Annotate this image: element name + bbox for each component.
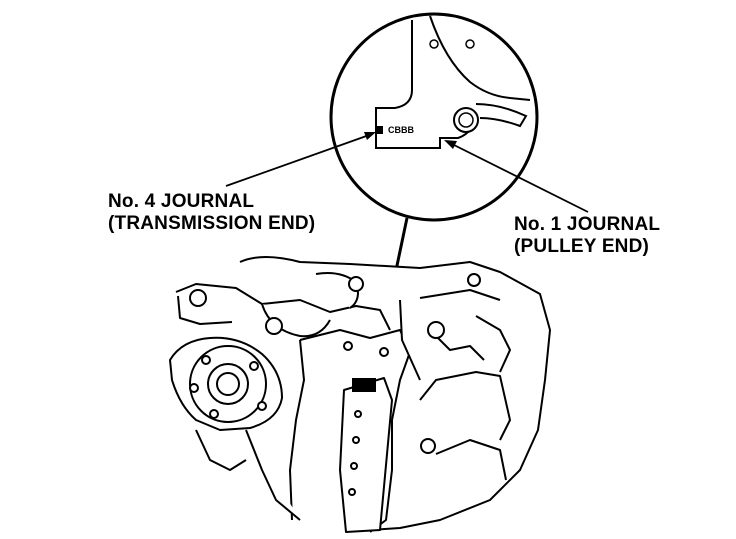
bolt-head-3 (348, 276, 364, 292)
lower-skirt-left (245, 429, 301, 521)
no4-journal-label: No. 4 JOURNAL (TRANSMISSION END) (108, 191, 315, 235)
bolt-head-6 (420, 438, 436, 454)
inset-flange (475, 103, 528, 128)
deck-hole-2 (379, 347, 389, 357)
no4-journal-title: No. 4 JOURNAL (108, 191, 255, 212)
bearing-cap-line (175, 283, 391, 331)
face-hole-4 (348, 488, 356, 496)
fasteners (189, 273, 481, 496)
bolt-head-2 (265, 317, 283, 335)
side-rib (399, 299, 421, 381)
pump-bolt-4 (209, 409, 219, 419)
magnified-inset: CBBB (329, 12, 539, 222)
bolt-head-1 (189, 289, 207, 307)
crank-nose (216, 372, 240, 396)
leader-no4-journal (225, 133, 373, 187)
pump-bolt-3 (257, 401, 267, 411)
no4-journal-subtitle: (TRANSMISSION END) (108, 213, 316, 234)
inset-small-hole-1 (429, 39, 439, 49)
arrowhead-no1 (444, 140, 457, 149)
face-hole-1 (354, 410, 362, 418)
rear-flange (475, 315, 511, 373)
bolt-head-4 (467, 273, 481, 287)
lower-skirt-front (195, 429, 247, 471)
arrowhead-no4 (364, 132, 376, 140)
stamp-marker (375, 126, 383, 134)
block-stamp-location (352, 378, 376, 392)
deck-hole-1 (343, 341, 353, 351)
inset-bolt-hole-inner (458, 112, 474, 128)
bolt-head-5 (427, 321, 445, 339)
face-hole-2 (352, 436, 360, 444)
rear-rib-4 (435, 439, 507, 481)
no1-journal-subtitle: (PULLEY END) (514, 236, 650, 257)
leader-no1-journal (447, 141, 589, 213)
crank-journal-arc (261, 303, 331, 338)
pump-bolt-5 (189, 383, 199, 393)
inset-rib (429, 15, 531, 101)
face-hole-3 (350, 462, 358, 470)
rear-rib-1 (419, 289, 501, 301)
engine-block (169, 256, 551, 533)
rear-rib-2 (429, 329, 485, 361)
no1-journal-label: No. 1 JOURNAL (PULLEY END) (514, 214, 660, 258)
pump-bolt-2 (249, 361, 259, 371)
pump-bolt-1 (201, 355, 211, 365)
no1-journal-title: No. 1 JOURNAL (514, 214, 661, 235)
rear-rib-3 (419, 371, 511, 441)
inset-small-hole-2 (465, 39, 475, 49)
journal-code-stamp: CBBB (388, 125, 414, 135)
block-left-edge (289, 339, 305, 521)
inset-circle (329, 12, 539, 222)
